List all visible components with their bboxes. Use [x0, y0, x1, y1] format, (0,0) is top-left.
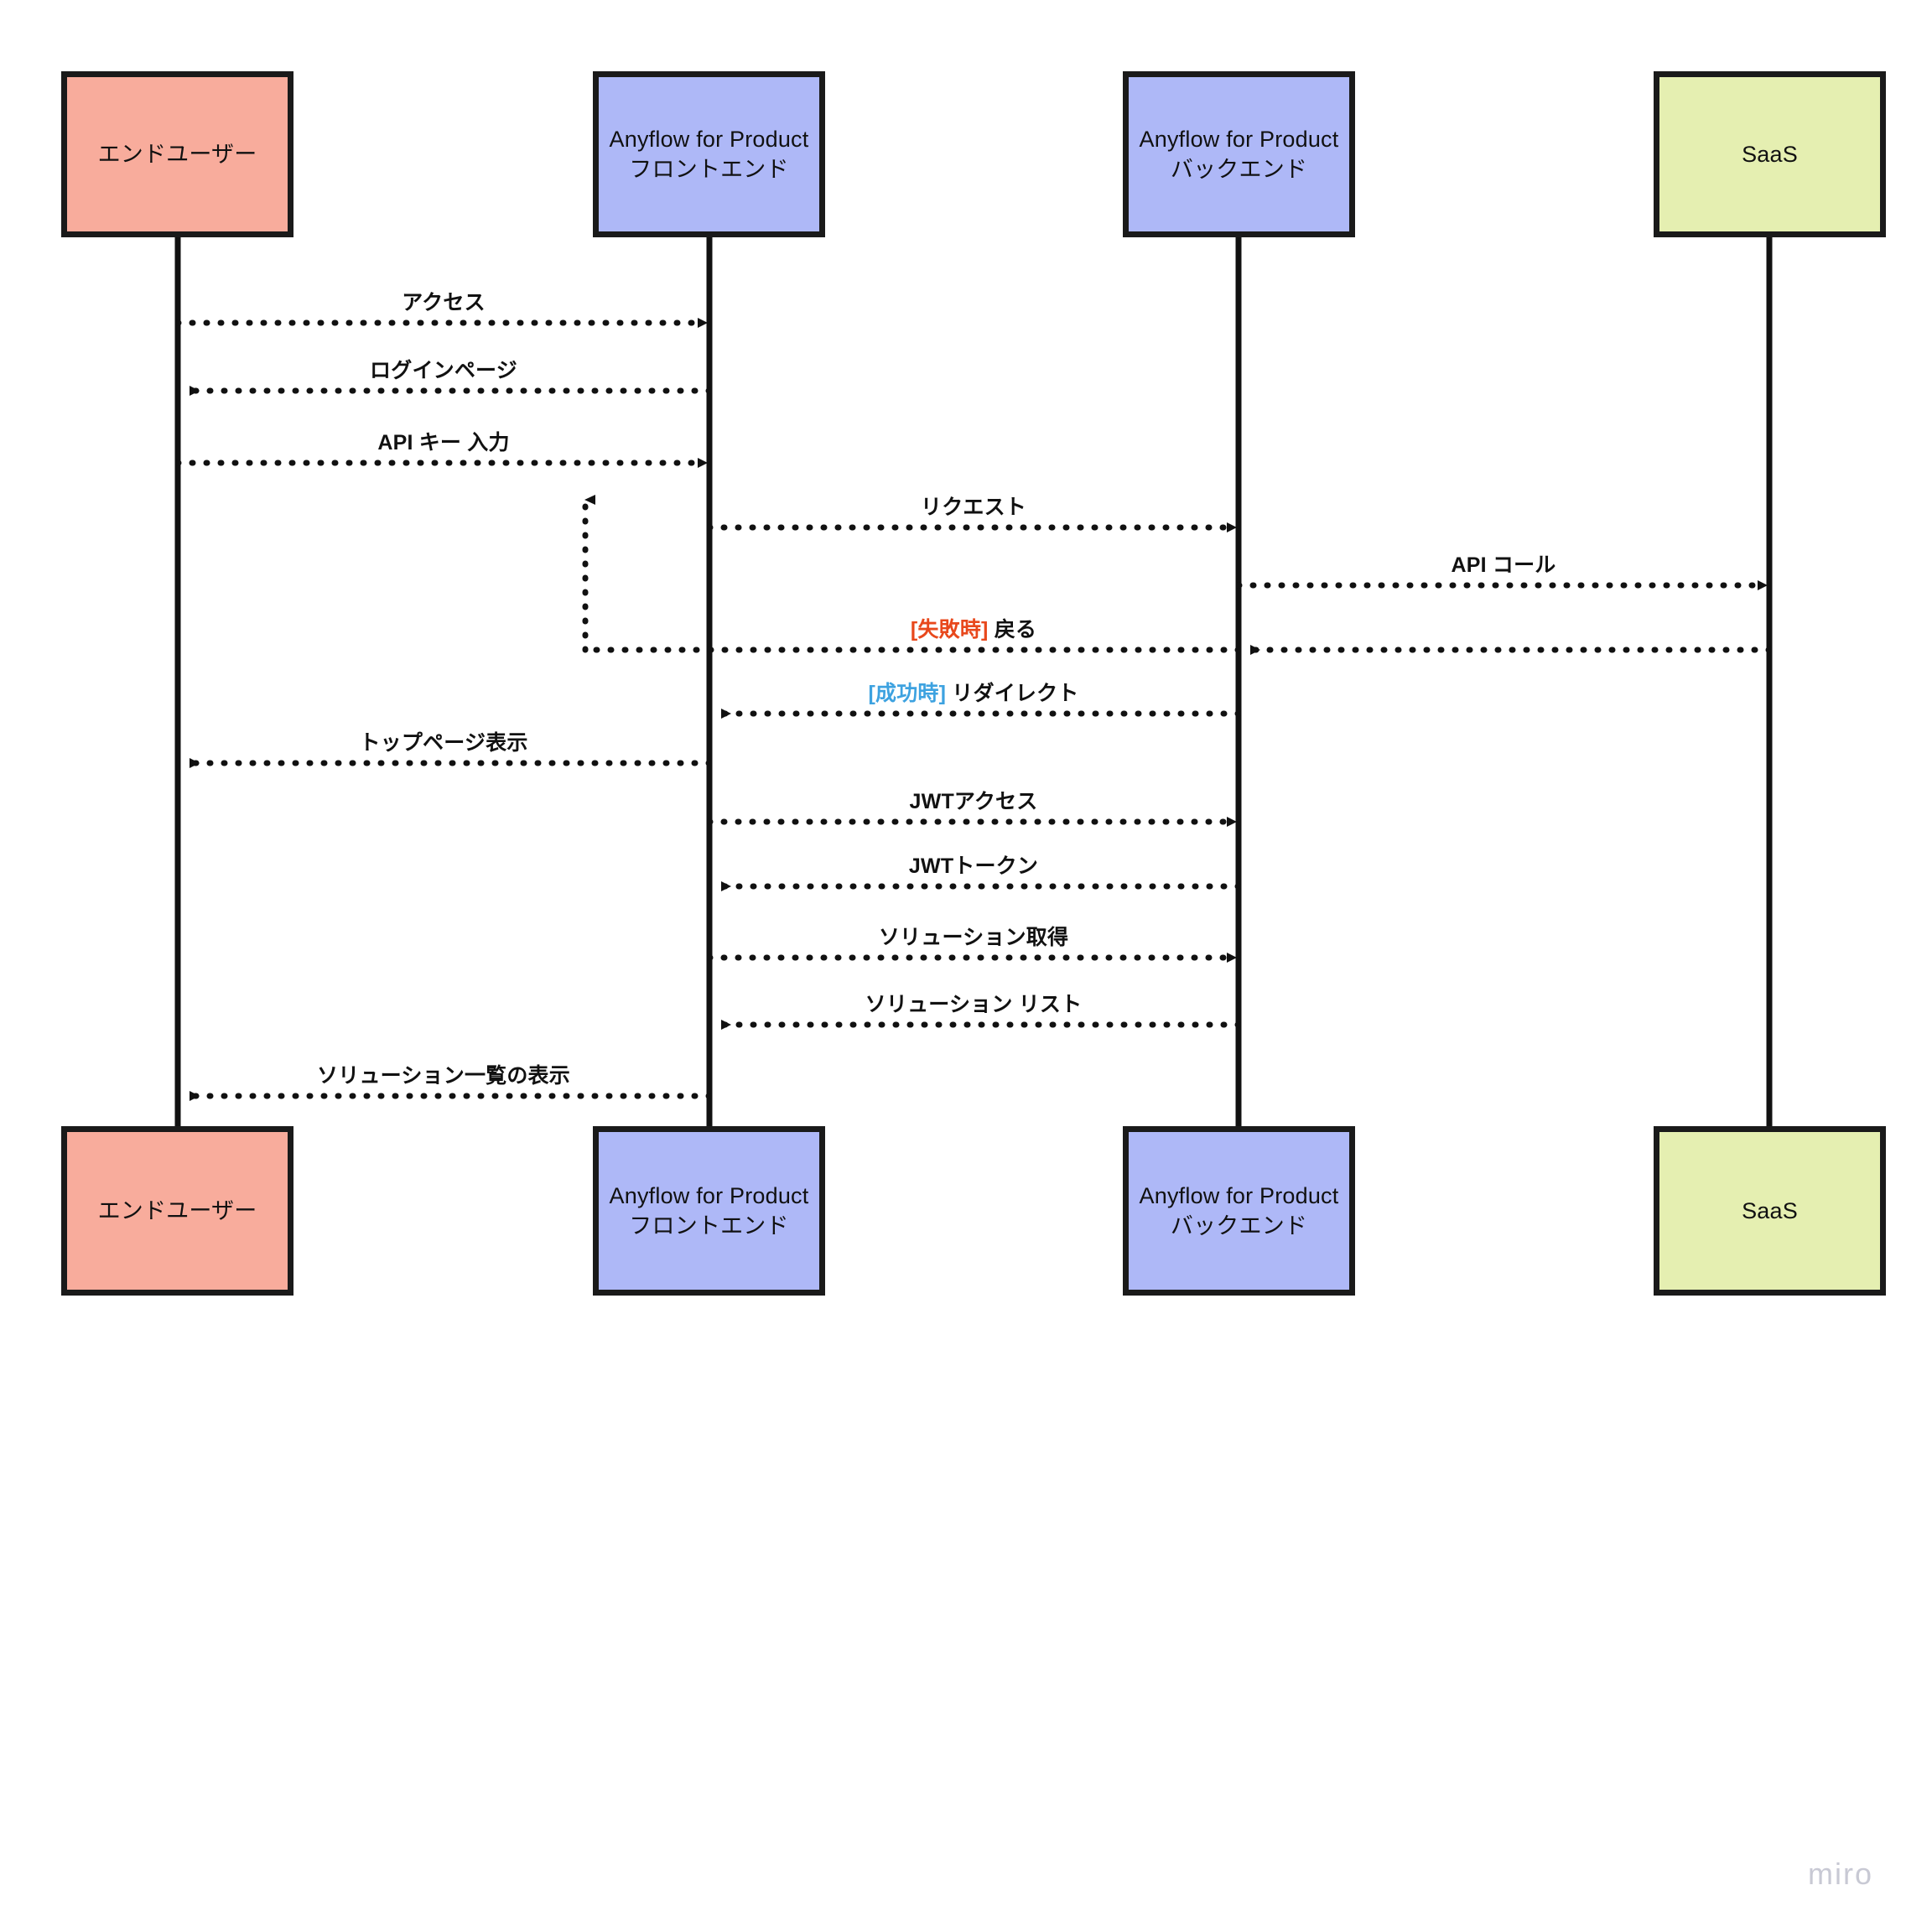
actor-box-saas-bottom[interactable]: SaaS [1654, 1126, 1886, 1296]
actor-line-1: Anyflow for Product [609, 126, 809, 152]
actor-line-1: Anyflow for Product [1139, 126, 1339, 152]
actor-box-backend-top[interactable]: Anyflow for Product バックエンド [1123, 71, 1355, 237]
actor-box-frontend-bottom[interactable]: Anyflow for Product フロントエンド [593, 1126, 825, 1296]
actor-box-frontend-top[interactable]: Anyflow for Product フロントエンド [593, 71, 825, 237]
actor-line-1: Anyflow for Product [1139, 1182, 1339, 1208]
actor-box-enduser-bottom[interactable]: エンドユーザー [61, 1126, 293, 1296]
actor-line-1: SaaS [1742, 1197, 1798, 1223]
actor-label-saas-bottom: SaaS [1742, 1196, 1798, 1226]
actor-label-backend-bottom: Anyflow for Product バックエンド [1140, 1181, 1339, 1242]
message-label-request: リクエスト [921, 491, 1026, 521]
message-label-jwt-token: JWTトークン [909, 849, 1038, 880]
message-text: JWTトークン [908, 854, 1039, 878]
actor-line-1: Anyflow for Product [609, 1182, 809, 1208]
message-text: ソリューション一覧の表示 [317, 1064, 570, 1088]
sequence-diagram-svg [174, 237, 1773, 1126]
message-label-jwt-access: JWTアクセス [910, 785, 1038, 815]
actor-label-frontend-bottom: Anyflow for Product フロントエンド [610, 1181, 809, 1242]
message-label-access: アクセス [402, 286, 486, 316]
message-label-solution-display: ソリューション一覧の表示 [317, 1059, 570, 1089]
message-text: JWTアクセス [909, 790, 1038, 813]
message-text: API コール [1451, 553, 1556, 577]
message-text: 戻る [994, 618, 1037, 641]
actor-box-enduser-top[interactable]: エンドユーザー [61, 71, 293, 237]
condition-tag-success: [成功時] [868, 682, 947, 705]
message-text: リクエスト [920, 496, 1027, 519]
actor-box-saas-top[interactable]: SaaS [1654, 71, 1886, 237]
message-text: ログインページ [370, 359, 517, 382]
actor-label-enduser-top: エンドユーザー [98, 139, 257, 169]
message-label-login-page: ログインページ [370, 354, 517, 384]
actor-box-backend-bottom[interactable]: Anyflow for Product バックエンド [1123, 1126, 1355, 1296]
actor-label-saas-top: SaaS [1742, 139, 1798, 169]
condition-tag-fail: [失敗時] [910, 618, 989, 641]
message-label-api-key-input: API キー 入力 [377, 426, 509, 456]
message-text: トップページ表示 [359, 731, 528, 755]
message-label-api-call: API コール [1451, 548, 1555, 579]
actor-line-1: エンドユーザー [97, 141, 257, 167]
actor-line-2: フロントエンド [629, 1213, 789, 1239]
lifelines [174, 237, 1773, 1126]
message-text: ソリューション取得 [878, 926, 1069, 949]
message-text: アクセス [402, 291, 486, 314]
actor-label-enduser-bottom: エンドユーザー [98, 1196, 257, 1226]
message-text: リダイレクト [952, 682, 1079, 705]
message-text: ソリューション リスト [865, 993, 1083, 1016]
actor-line-2: バックエンド [1170, 1213, 1308, 1239]
message-arrows [174, 318, 1773, 1101]
message-label-solution-get: ソリューション取得 [879, 921, 1068, 951]
actor-line-1: エンドユーザー [97, 1197, 257, 1223]
message-text: API キー 入力 [377, 431, 510, 454]
actor-line-2: フロントエンド [629, 157, 789, 182]
miro-watermark: miro [1808, 1857, 1873, 1891]
actor-label-frontend-top: Anyflow for Product フロントエンド [610, 124, 809, 185]
message-label-top-page-display: トップページ表示 [359, 726, 527, 756]
actor-label-backend-top: Anyflow for Product バックエンド [1140, 124, 1339, 185]
actor-line-2: バックエンド [1170, 157, 1308, 182]
actor-line-1: SaaS [1742, 141, 1798, 167]
message-label-fail-return: [失敗時] 戻る [911, 613, 1036, 643]
message-label-solution-list: ソリューション リスト [865, 988, 1083, 1018]
message-label-success-redirect: [成功時] リダイレクト [868, 677, 1078, 707]
